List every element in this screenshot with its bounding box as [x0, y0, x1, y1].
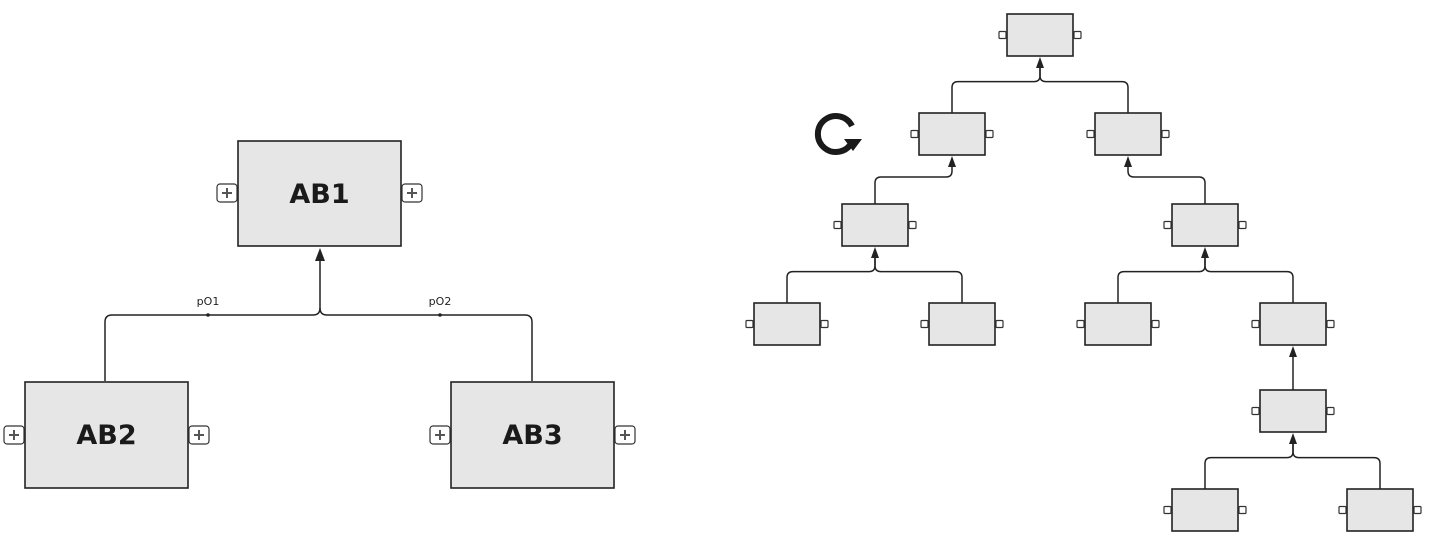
add-port-left-n12[interactable] — [1338, 505, 1347, 515]
tree-node-n1[interactable] — [998, 13, 1082, 57]
add-port-right-ab2[interactable] — [188, 425, 210, 445]
add-port-left-ab2[interactable] — [3, 425, 25, 445]
right-diagram — [745, 13, 1422, 532]
edge-n8-n5[interactable] — [1117, 254, 1206, 303]
tree-node-n12[interactable] — [1338, 488, 1422, 532]
rotate-clockwise-icon[interactable] — [814, 113, 862, 155]
add-port-right-ab3[interactable] — [614, 425, 636, 445]
add-port-left-n10[interactable] — [1251, 406, 1260, 416]
add-port-right-n7[interactable] — [995, 319, 1004, 329]
edge-label-anchor-po2 — [438, 313, 442, 317]
add-port-right-n4[interactable] — [908, 220, 917, 230]
edge-n5-n3[interactable] — [1127, 163, 1206, 204]
arrowhead-n1 — [1036, 57, 1044, 68]
tree-nodes — [745, 13, 1422, 532]
edge-label-po2: pO2 — [429, 295, 452, 308]
arrowhead-n3 — [1124, 156, 1132, 167]
edge-n4-n2[interactable] — [874, 163, 953, 204]
tree-node-n6[interactable] — [745, 302, 829, 346]
add-port-left-ab1[interactable] — [216, 183, 238, 203]
edge-n9-n5[interactable] — [1204, 254, 1294, 303]
node-ab3[interactable]: AB3 — [450, 381, 615, 489]
add-port-left-n8[interactable] — [1076, 319, 1085, 329]
arrowhead-n10 — [1289, 433, 1297, 444]
tree-node-n2[interactable] — [910, 112, 994, 156]
add-port-right-n12[interactable] — [1413, 505, 1422, 515]
add-port-left-n5[interactable] — [1163, 220, 1172, 230]
left-diagram: pO1 pO2 AB1 AB2 AB — [3, 140, 636, 489]
add-port-right-n11[interactable] — [1238, 505, 1247, 515]
edge-n7-n4[interactable] — [874, 254, 963, 303]
edge-n2-n1[interactable] — [951, 64, 1041, 113]
node-label-ab3: AB3 — [502, 420, 562, 451]
add-port-right-n2[interactable] — [985, 129, 994, 139]
tree-node-n10[interactable] — [1251, 389, 1335, 433]
add-port-left-n2[interactable] — [910, 129, 919, 139]
edge-label-anchor-po1 — [206, 313, 210, 317]
edge-ab3-ab1[interactable] — [319, 307, 533, 381]
add-port-left-n4[interactable] — [833, 220, 842, 230]
arrowhead-n9 — [1289, 346, 1297, 357]
node-label-ab2: AB2 — [76, 420, 136, 451]
edge-n6-n4[interactable] — [786, 254, 876, 303]
tree-node-n5[interactable] — [1163, 203, 1247, 247]
tree-edges — [786, 57, 1381, 489]
add-port-right-n10[interactable] — [1326, 406, 1335, 416]
add-port-left-n3[interactable] — [1086, 129, 1095, 139]
node-label-ab1: AB1 — [289, 179, 349, 210]
edge-n3-n1[interactable] — [1039, 64, 1129, 113]
add-port-left-ab3[interactable] — [429, 425, 451, 445]
add-port-right-n9[interactable] — [1326, 319, 1335, 329]
add-port-left-n7[interactable] — [920, 319, 929, 329]
tree-node-n9[interactable] — [1251, 302, 1335, 346]
edge-n11-n10[interactable] — [1204, 440, 1294, 489]
arrowhead-n2 — [948, 156, 956, 167]
add-port-right-n8[interactable] — [1151, 319, 1160, 329]
arrowhead-ab1 — [315, 248, 325, 261]
add-port-right-n3[interactable] — [1161, 129, 1170, 139]
tree-node-n7[interactable] — [920, 302, 1004, 346]
add-port-left-n1[interactable] — [998, 30, 1007, 40]
tree-node-n8[interactable] — [1076, 302, 1160, 346]
add-port-left-n6[interactable] — [745, 319, 754, 329]
add-port-left-n11[interactable] — [1163, 505, 1172, 515]
tree-node-n3[interactable] — [1086, 112, 1170, 156]
add-port-right-n6[interactable] — [820, 319, 829, 329]
arrowhead-n5 — [1201, 247, 1209, 258]
add-port-right-ab1[interactable] — [401, 183, 423, 203]
add-port-right-n5[interactable] — [1238, 220, 1247, 230]
edge-n12-n10[interactable] — [1292, 440, 1381, 489]
edge-label-po1: pO1 — [197, 295, 220, 308]
node-ab1[interactable]: AB1 — [237, 140, 402, 247]
add-port-left-n9[interactable] — [1251, 319, 1260, 329]
node-ab2[interactable]: AB2 — [24, 381, 189, 489]
tree-node-n11[interactable] — [1163, 488, 1247, 532]
edge-ab2-ab1[interactable] — [104, 258, 321, 381]
tree-node-n4[interactable] — [833, 203, 917, 247]
add-port-right-n1[interactable] — [1073, 30, 1082, 40]
arrowhead-n4 — [871, 247, 879, 258]
